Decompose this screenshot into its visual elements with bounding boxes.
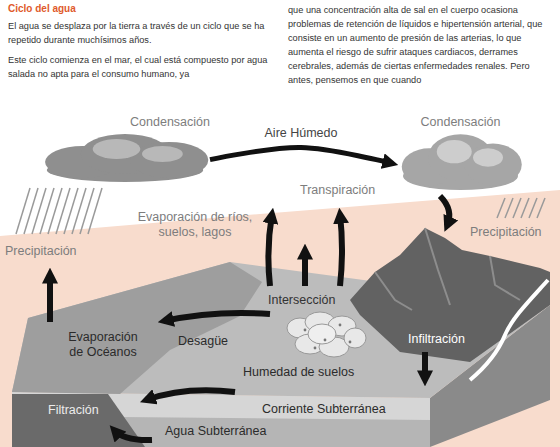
tree: [308, 324, 336, 344]
cloud-puff: [464, 144, 522, 186]
process-label: Evaporación de ríos, suelos, lagos: [130, 210, 260, 240]
mountain-ridge: [375, 272, 412, 310]
mountain-ridge: [425, 228, 450, 305]
rain-line: [80, 188, 94, 234]
ocean: [12, 262, 262, 394]
cloud-shape: [398, 132, 523, 190]
cloud-puff: [142, 146, 183, 162]
process-label: Evaporación de Océanos: [62, 330, 144, 360]
tree: [344, 328, 366, 348]
rain-line: [497, 198, 505, 218]
rain-line: [88, 188, 102, 234]
tree-dot: [304, 329, 307, 332]
flow-arrow: [302, 250, 308, 286]
cloud-puff: [437, 140, 472, 163]
rain-line: [521, 198, 529, 218]
body-paragraph: que una concentración alta de sal en el …: [288, 3, 554, 87]
section-title: Ciclo del agua: [8, 3, 76, 15]
body-paragraph: Este ciclo comienza en el mar, el cual e…: [8, 53, 278, 81]
soil-layer: [12, 392, 430, 447]
flow-arrow: [146, 390, 235, 400]
mountains: [350, 228, 550, 362]
body-paragraph: El agua se desplaza por la tierra a trav…: [8, 19, 278, 47]
process-label: Transpiración: [300, 183, 375, 198]
process-label: Agua Subterránea: [165, 424, 266, 439]
rain-line: [537, 198, 545, 218]
rain-line: [505, 198, 513, 218]
river: [470, 280, 548, 380]
process-label: Precipitación: [5, 244, 77, 259]
flow-arrow: [340, 214, 342, 286]
node-text-row: Condensación: [40, 112, 210, 130]
rain-line: [40, 188, 54, 234]
flow-arrow: [210, 148, 392, 164]
cloud-shape: [40, 132, 210, 182]
cloud-node: Condensación: [398, 112, 523, 190]
tree-dot: [339, 324, 342, 327]
node-label: Condensación: [130, 115, 210, 130]
flow-arrow: [268, 214, 272, 286]
cloud-puff: [130, 142, 208, 178]
rain-line: [24, 188, 38, 234]
process-label: Filtración: [48, 403, 99, 418]
rain-line: [32, 188, 46, 234]
background-band: [0, 190, 560, 447]
process-label: Intersección: [268, 293, 335, 308]
rain-line: [529, 198, 537, 218]
rain-line: [56, 188, 70, 234]
process-label: Desagüe: [178, 334, 228, 349]
rain-line: [513, 198, 521, 218]
process-label: Corriente Subterránea: [262, 402, 386, 417]
process-label: Humedad de suelos: [243, 365, 354, 380]
flow-arrow: [164, 313, 270, 321]
rain-line: [16, 188, 30, 234]
flow-arrows: [50, 196, 449, 440]
forest: [287, 312, 366, 357]
flow-arrow: [47, 274, 53, 322]
edge-label: Aire Húmedo: [265, 126, 338, 141]
cloud-node: Condensación: [40, 112, 210, 182]
mountain-ridge: [490, 256, 520, 300]
rain: [16, 188, 545, 234]
flow-arrow: [114, 430, 152, 440]
tree-dot: [324, 339, 327, 342]
process-label: Precipitación: [470, 225, 542, 240]
rain-line: [64, 188, 78, 234]
flow-arrow: [422, 352, 428, 380]
tree-dot: [314, 347, 317, 350]
node-text-row: Condensación: [398, 112, 523, 130]
cloud-puff: [473, 148, 503, 167]
rain-line: [72, 188, 86, 234]
flow-arrow: [440, 196, 449, 226]
node-label: Condensación: [421, 115, 501, 130]
cloud-puff: [93, 139, 141, 159]
process-label: Infiltración: [408, 332, 465, 347]
tree-dot: [349, 341, 352, 344]
rain-line: [48, 188, 62, 234]
